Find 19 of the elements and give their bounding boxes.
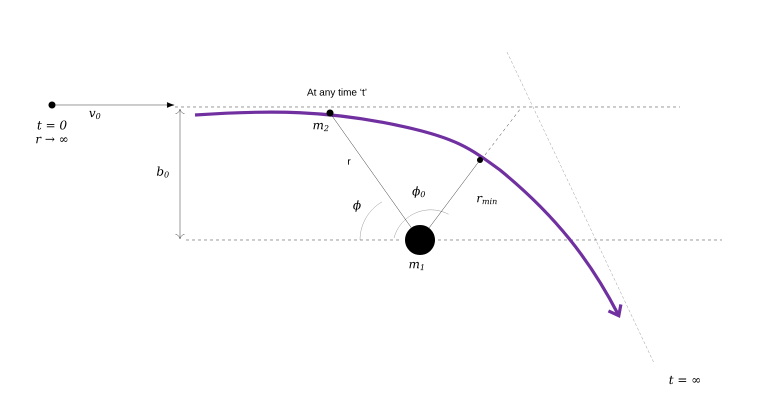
math-label: ϕ [353,200,361,212]
edge-label: v$_{0}$ [88,110,102,120]
closest-point [477,157,483,163]
radius-line [332,116,412,228]
node-caption: t = 0 [38,120,66,130]
start-point [48,102,56,108]
edge-label: r [346,158,352,166]
math-label: b$_{0}$ [156,166,169,178]
arrow [56,102,174,108]
node-caption: m$_{2}$ [313,122,328,132]
mass-ball [405,225,435,255]
node-caption: At any time ‘t’ [307,88,366,98]
edge-label: r$_{min}$ [475,194,499,206]
radius-line [428,162,478,228]
node-caption: m$_{1}$ [409,262,424,270]
math-label: t = ∞ [669,376,700,384]
mass-point [326,110,334,116]
node-caption: r → ∞ [36,136,68,144]
math-label: ϕ$_{0}$ [412,186,425,198]
